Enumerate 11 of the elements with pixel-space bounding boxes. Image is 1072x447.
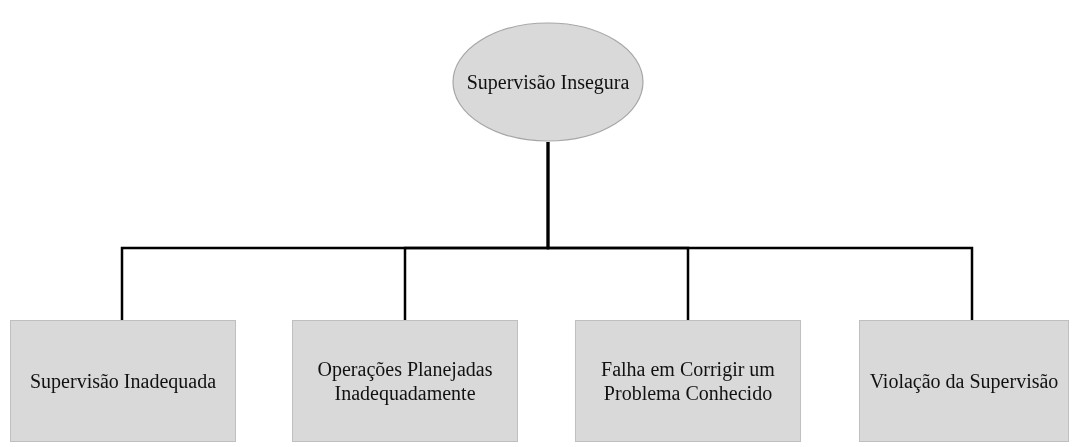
category-box [575,320,801,442]
node-label: Violação da Supervisão [869,369,1059,393]
category-box [292,320,518,442]
root-ellipse [452,22,644,142]
category-box [859,320,1069,442]
node-label: Supervisão Insegura [466,70,630,94]
node-label: Supervisão Inadequada [29,369,216,393]
node-label: Falha em Corrigir um Problema Conhecido [600,357,776,405]
connector-line [546,142,974,320]
node-label: Operações Planejadas Inadequadamente [316,357,494,405]
category-box [10,320,236,442]
